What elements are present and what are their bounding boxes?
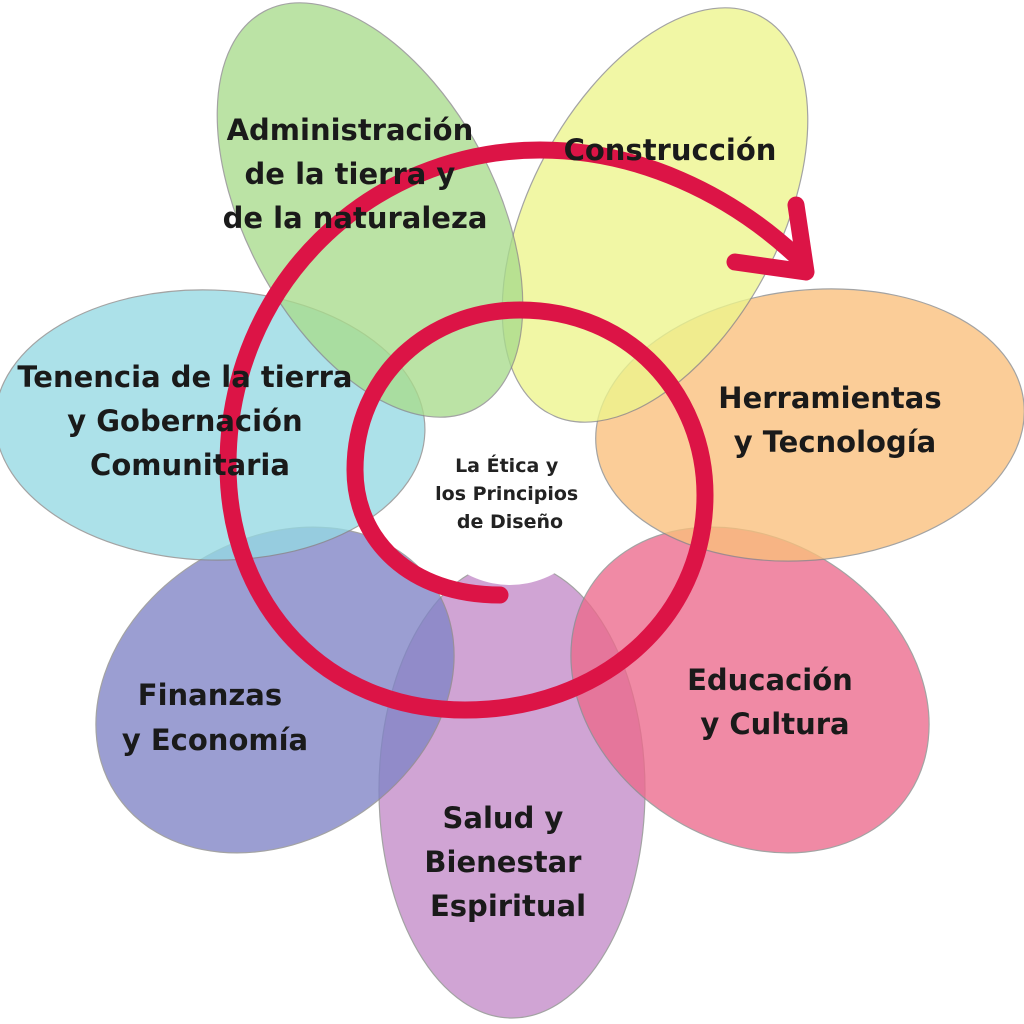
center-disc: [420, 405, 600, 585]
label-finanzas-line-2: y Economía: [122, 723, 308, 757]
spiral-arrowhead: [726, 196, 815, 281]
petal-labels: Administración de la tierra y de la natu…: [17, 113, 951, 923]
center-line-2: los Principios: [435, 483, 578, 505]
spiral-arrow: [219, 141, 815, 719]
label-tierra-naturaleza: Administración de la tierra y de la natu…: [223, 113, 488, 235]
label-finanzas: Finanzas y Economía: [122, 678, 308, 757]
label-tierra-line-1: Administración: [227, 113, 474, 147]
center-hub: La Ética y los Principios de Diseño: [420, 405, 600, 585]
label-tenencia: Tenencia de la tierra y Gobernación Comu…: [17, 360, 362, 482]
label-tenencia-line-3: Comunitaria: [90, 448, 290, 482]
label-construccion-line-1: Construcción: [564, 133, 777, 167]
spiral-path: [219, 141, 804, 719]
label-salud-line-3: Espiritual: [430, 889, 586, 923]
label-tierra-line-2: de la tierra y: [245, 157, 456, 191]
label-salud-line-1: Salud y: [443, 801, 564, 835]
label-educacion: Educación y Cultura: [687, 663, 863, 741]
label-herramientas: Herramientas y Tecnología: [718, 381, 951, 459]
label-herramientas-line-2: y Tecnología: [734, 425, 937, 459]
label-salud: Salud y Bienestar Espiritual: [424, 801, 591, 923]
label-construccion: Construcción: [564, 133, 777, 167]
petal-educacion: [570, 526, 930, 854]
label-tenencia-line-1: Tenencia de la tierra: [17, 360, 352, 394]
label-educacion-line-2: y Cultura: [700, 707, 849, 741]
center-line-1: La Ética y: [455, 454, 559, 477]
label-herramientas-line-1: Herramientas: [718, 381, 941, 415]
center-label: La Ética y los Principios de Diseño: [435, 454, 585, 533]
center-line-3: de Diseño: [457, 511, 563, 533]
label-tierra-line-3: de la naturaleza: [223, 201, 488, 235]
label-educacion-line-1: Educación: [687, 663, 853, 697]
label-salud-line-2: Bienestar: [424, 845, 582, 879]
label-finanzas-line-1: Finanzas: [138, 678, 282, 712]
petal-tenencia: [0, 289, 426, 561]
label-tenencia-line-2: y Gobernación: [67, 404, 302, 438]
